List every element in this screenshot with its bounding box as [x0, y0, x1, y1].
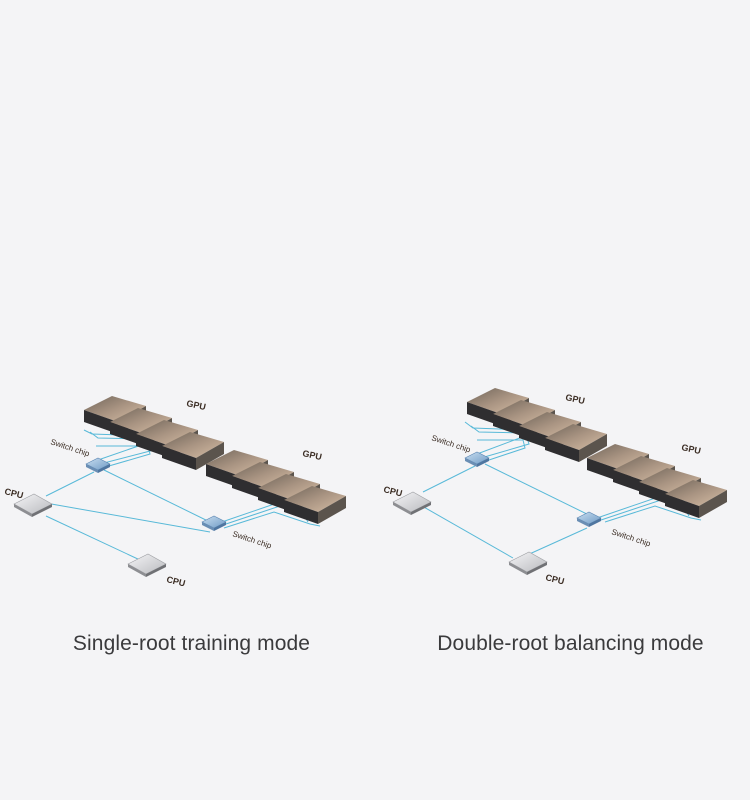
gpu-label-bottom: GPU: [681, 442, 702, 456]
double-root-diagram: GPU GPU Switch chip Switch chip CPU CPU: [375, 370, 750, 670]
switch-chip-top: [464, 451, 490, 467]
double-root-caption: Double-root balancing mode: [437, 632, 704, 655]
cpu-bottom: [508, 551, 548, 575]
cpu-label-bottom: CPU: [545, 572, 566, 586]
single-root-svg: GPU GPU Switch chip Switch chip CPU CPU: [4, 396, 346, 589]
switch-chip-top: [85, 457, 111, 473]
gpu-bank-top: [84, 396, 224, 470]
switch-chip-label-top: Switch chip: [430, 433, 472, 454]
gpu-bank-bottom: [587, 444, 727, 518]
gpu-bank-top: [467, 388, 607, 462]
single-root-caption: Single-root training mode: [72, 632, 311, 655]
cpu-label-left: CPU: [4, 486, 25, 500]
switch-chip-bottom: [576, 511, 602, 527]
cpu-label-left: CPU: [383, 484, 404, 498]
cpu-bottom: [127, 553, 167, 577]
switch-chip-label-bottom: Switch chip: [610, 527, 652, 548]
switch-chip-bottom: [201, 515, 227, 531]
switch-chip-label-top: Switch chip: [49, 437, 91, 458]
switch-chip-label-bottom: Switch chip: [231, 529, 273, 550]
cpu-left: [13, 493, 53, 517]
cpu-left: [392, 491, 432, 515]
gpu-bank-bottom: [206, 450, 346, 524]
cpu-label-bottom: CPU: [166, 574, 187, 588]
gpu-label-top: GPU: [565, 392, 586, 406]
gpu-label-bottom: GPU: [302, 448, 323, 462]
gpu-label-top: GPU: [186, 398, 207, 412]
single-root-diagram: GPU GPU Switch chip Switch chip CPU CPU: [0, 370, 375, 670]
double-root-svg: GPU GPU Switch chip Switch chip CPU CPU: [383, 388, 727, 587]
